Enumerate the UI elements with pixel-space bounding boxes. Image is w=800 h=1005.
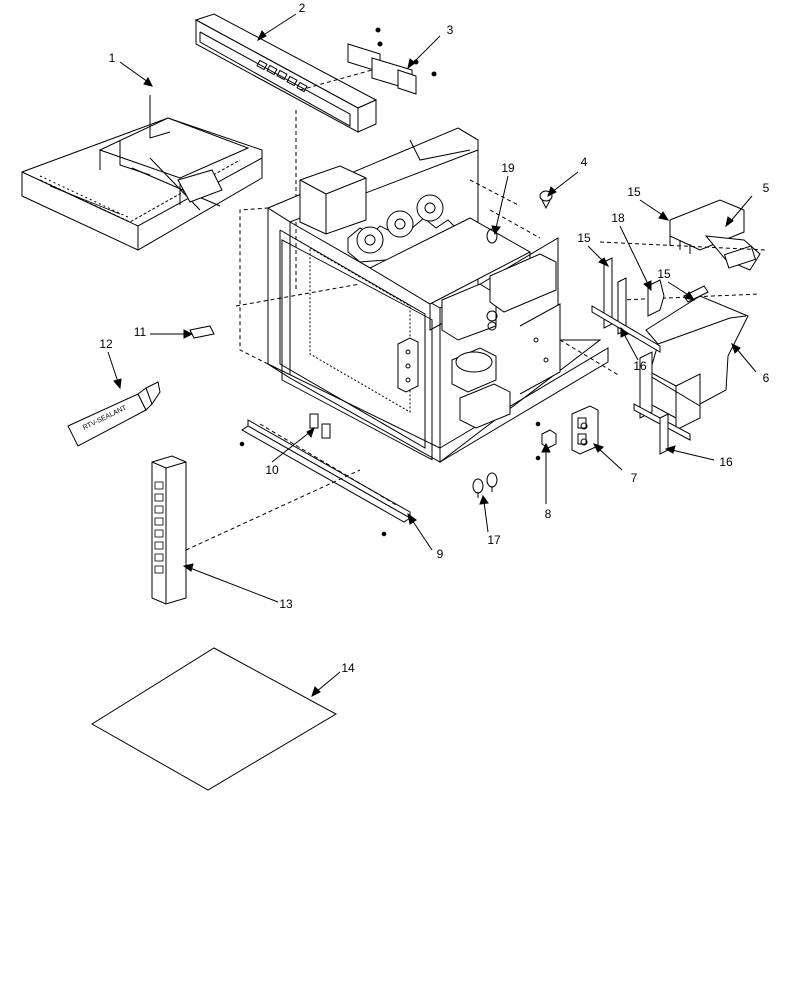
callout-14: 14 (341, 661, 355, 675)
callout-12: 12 (99, 337, 113, 351)
part-1-top-plenum (21, 95, 263, 251)
callout-6: 6 (762, 371, 770, 385)
callout-15a: 15 (627, 185, 641, 199)
callout-3: 3 (446, 23, 454, 37)
main-cabinet (235, 127, 621, 464)
part-17-clips (472, 472, 498, 498)
callout-17: 17 (487, 533, 501, 547)
part-3-bracket (299, 27, 437, 95)
callout-15b: 15 (577, 231, 591, 245)
part-12-sealant-tube: RTV-SEALANT (67, 381, 161, 447)
part-7-switch-bracket (571, 405, 599, 455)
callout-4: 4 (580, 155, 588, 169)
part-2-control-bar (194, 13, 378, 292)
callout-13: 13 (279, 597, 293, 611)
leader-lines (107, 13, 757, 697)
part-11-pad (189, 325, 215, 339)
callout-11: 11 (133, 325, 147, 339)
callout-1: 1 (108, 51, 116, 65)
callout-7: 7 (630, 471, 638, 485)
part-19-grommets (486, 228, 498, 331)
callout-15c: 15 (657, 267, 671, 281)
callout-9: 9 (436, 547, 444, 561)
callout-5: 5 (762, 181, 770, 195)
part-10-pads (309, 413, 331, 439)
callout-18: 18 (611, 211, 625, 225)
callout-19: 19 (501, 161, 515, 175)
callout-16a: 16 (633, 359, 647, 373)
part-5-latch (599, 199, 767, 271)
part-18-clip (647, 279, 665, 317)
part-13-keypad (151, 455, 361, 605)
part-14-sheet (91, 647, 338, 791)
part-6-door-frame (619, 293, 761, 431)
callout-8: 8 (544, 507, 552, 521)
callout-10: 10 (265, 463, 279, 477)
part-9-trim-strip (239, 419, 411, 537)
callout-16b: 16 (719, 455, 733, 469)
part-16-strips (591, 305, 691, 455)
part-8-switch (535, 421, 557, 461)
callout-2: 2 (298, 1, 306, 15)
